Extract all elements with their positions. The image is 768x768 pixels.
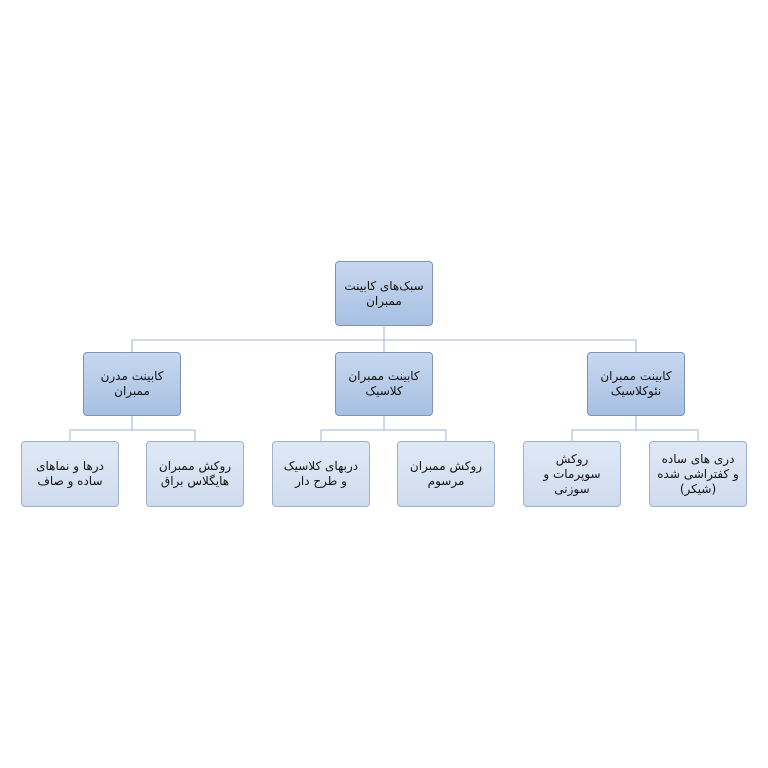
node-classic-doors: دربهای کلاسیک و طرح دار: [272, 441, 370, 507]
node-classic-doors-label: دربهای کلاسیک و طرح دار: [283, 459, 359, 488]
node-modern: کابینت مدرن ممبران: [83, 352, 181, 416]
node-highgloss-cover-label: روکش ممبران هایگلاس براق: [158, 459, 232, 488]
node-regular-membrane: روکش ممبران مرسوم: [397, 441, 495, 507]
node-classic: کابینت ممبران کلاسیک: [335, 352, 433, 416]
node-root-label: سبک‌های کابینت ممبران: [344, 278, 424, 308]
node-neoclassic-label: کابینت ممبران نئوکلاسیک: [600, 369, 672, 398]
node-classic-label: کابینت ممبران کلاسیک: [348, 369, 420, 398]
node-shaker-doors-label: دری های ساده و کفتراشی شده (شیکر): [657, 451, 739, 496]
node-supermat-cover: روکش سوپرمات و سوزنی: [523, 441, 621, 507]
node-highgloss-cover: روکش ممبران هایگلاس براق: [146, 441, 244, 507]
node-neoclassic: کابینت ممبران نئوکلاسیک: [587, 352, 685, 416]
node-supermat-cover-label: روکش سوپرمات و سوزنی: [543, 451, 601, 496]
node-shaker-doors: دری های ساده و کفتراشی شده (شیکر): [649, 441, 747, 507]
node-plain-doors: درها و نماهای ساده و صاف: [21, 441, 119, 507]
node-plain-doors-label: درها و نماهای ساده و صاف: [36, 459, 104, 488]
node-modern-label: کابینت مدرن ممبران: [100, 369, 164, 398]
node-regular-membrane-label: روکش ممبران مرسوم: [409, 459, 483, 488]
node-root: سبک‌های کابینت ممبران: [335, 261, 433, 326]
